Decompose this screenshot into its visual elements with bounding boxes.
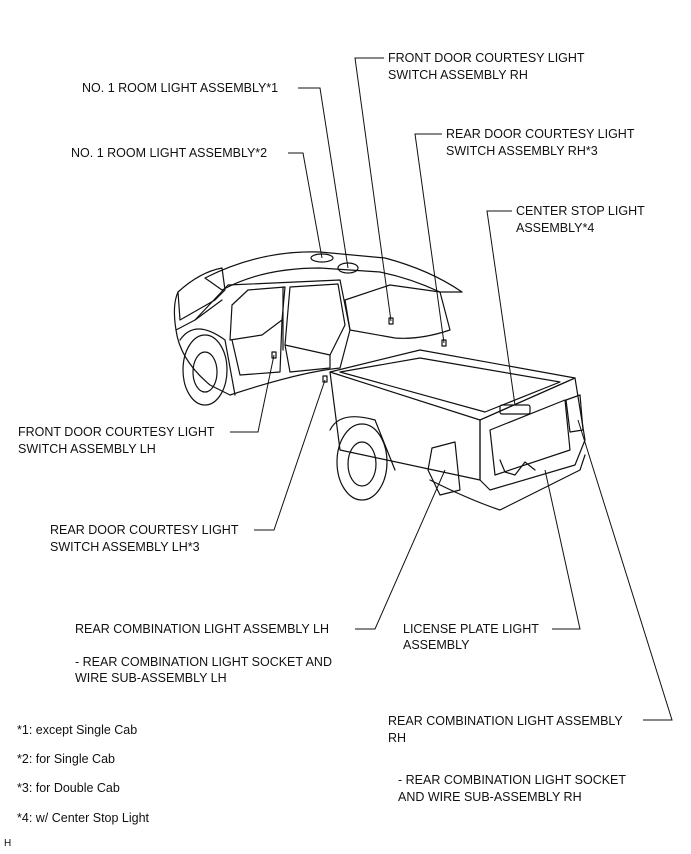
- corner-mark: H: [4, 838, 12, 849]
- leader-front-door-rh: [354, 57, 392, 322]
- leader-no1-room-1: [298, 87, 349, 269]
- rear-window: [284, 283, 346, 356]
- rear-door-line: [284, 344, 331, 373]
- label-rear-combo-rh-line2: RH: [388, 731, 407, 745]
- front-bumper: [175, 329, 231, 396]
- label-rear-combo-rh-sub-line1: - REAR COMBINATION LIGHT SOCKET: [398, 773, 627, 787]
- leader-rear-combo-rh: [577, 419, 673, 721]
- label-rear-door-lh-line2: SWITCH ASSEMBLY LH*3: [50, 540, 200, 554]
- cab-outline: [177, 267, 226, 321]
- license-wire: [499, 459, 536, 476]
- leader-rear-door-lh: [254, 379, 326, 531]
- footnote-3: *3: for Double Cab: [17, 781, 120, 795]
- label-center-stop-line1: CENTER STOP LIGHT: [516, 204, 645, 218]
- label-rear-door-rh-line2: SWITCH ASSEMBLY RH*3: [446, 144, 598, 158]
- tailgate: [479, 377, 586, 491]
- label-rear-door-rh-line1: REAR DOOR COURTESY LIGHT: [446, 127, 635, 141]
- label-no1-room-light-2: NO. 1 ROOM LIGHT ASSEMBLY*2: [71, 146, 268, 160]
- front-fender: [179, 328, 236, 396]
- label-rear-combo-lh-sub-line2: WIRE SUB-ASSEMBLY LH: [75, 671, 227, 685]
- leader-front-door-lh: [230, 354, 275, 433]
- leader-rear-door-rh: [414, 133, 445, 344]
- label-front-door-lh-line2: SWITCH ASSEMBLY LH: [18, 442, 156, 456]
- rear-wheel: [336, 423, 388, 501]
- label-rear-door-lh-line1: REAR DOOR COURTESY LIGHT: [50, 523, 239, 537]
- switch-rear-lh: [322, 375, 328, 383]
- front-wheel: [182, 334, 228, 406]
- rear-wheel-hub: [347, 441, 377, 487]
- label-rear-combo-rh-sub-line2: AND WIRE SUB-ASSEMBLY RH: [398, 790, 582, 804]
- footnote-4: *4: w/ Center Stop Light: [17, 811, 150, 825]
- leader-center-stop: [486, 210, 516, 406]
- switch-front-lh: [271, 351, 277, 359]
- label-front-door-rh-line1: FRONT DOOR COURTESY LIGHT: [388, 51, 585, 65]
- rear-bumper: [429, 454, 586, 511]
- footnote-1: *1: except Single Cab: [17, 723, 138, 737]
- label-rear-combo-lh: REAR COMBINATION LIGHT ASSEMBLY LH: [75, 622, 329, 636]
- front-wheel-hub: [192, 351, 218, 393]
- label-center-stop-line2: ASSEMBLY*4: [516, 221, 595, 235]
- leader-no1-room-2: [288, 152, 323, 259]
- label-front-door-rh-line2: SWITCH ASSEMBLY RH: [388, 68, 528, 82]
- label-front-door-lh-line1: FRONT DOOR COURTESY LIGHT: [18, 425, 215, 439]
- room-light-1: [310, 253, 334, 263]
- rear-light-rh: [565, 394, 584, 433]
- label-license-line1: LICENSE PLATE LIGHT: [403, 622, 539, 636]
- rear-cab-window: [344, 284, 451, 339]
- front-door-line: [231, 319, 283, 376]
- wheel-well-rear: [329, 416, 396, 471]
- room-light-2: [337, 262, 359, 274]
- label-no1-room-light-1: NO. 1 ROOM LIGHT ASSEMBLY*1: [82, 81, 279, 95]
- label-rear-combo-lh-sub-line1: - REAR COMBINATION LIGHT SOCKET AND: [75, 655, 332, 669]
- rear-light-lh: [427, 441, 461, 496]
- roof-outline: [204, 251, 463, 293]
- label-rear-combo-rh-line1: REAR COMBINATION LIGHT ASSEMBLY: [388, 714, 623, 728]
- footnote-2: *2: for Single Cab: [17, 752, 115, 766]
- bed-inner: [339, 357, 561, 413]
- leader-rear-combo-lh: [355, 469, 446, 630]
- label-license-line2: ASSEMBLY: [403, 638, 470, 652]
- tailgate-panel: [489, 399, 571, 476]
- leader-license: [544, 469, 581, 630]
